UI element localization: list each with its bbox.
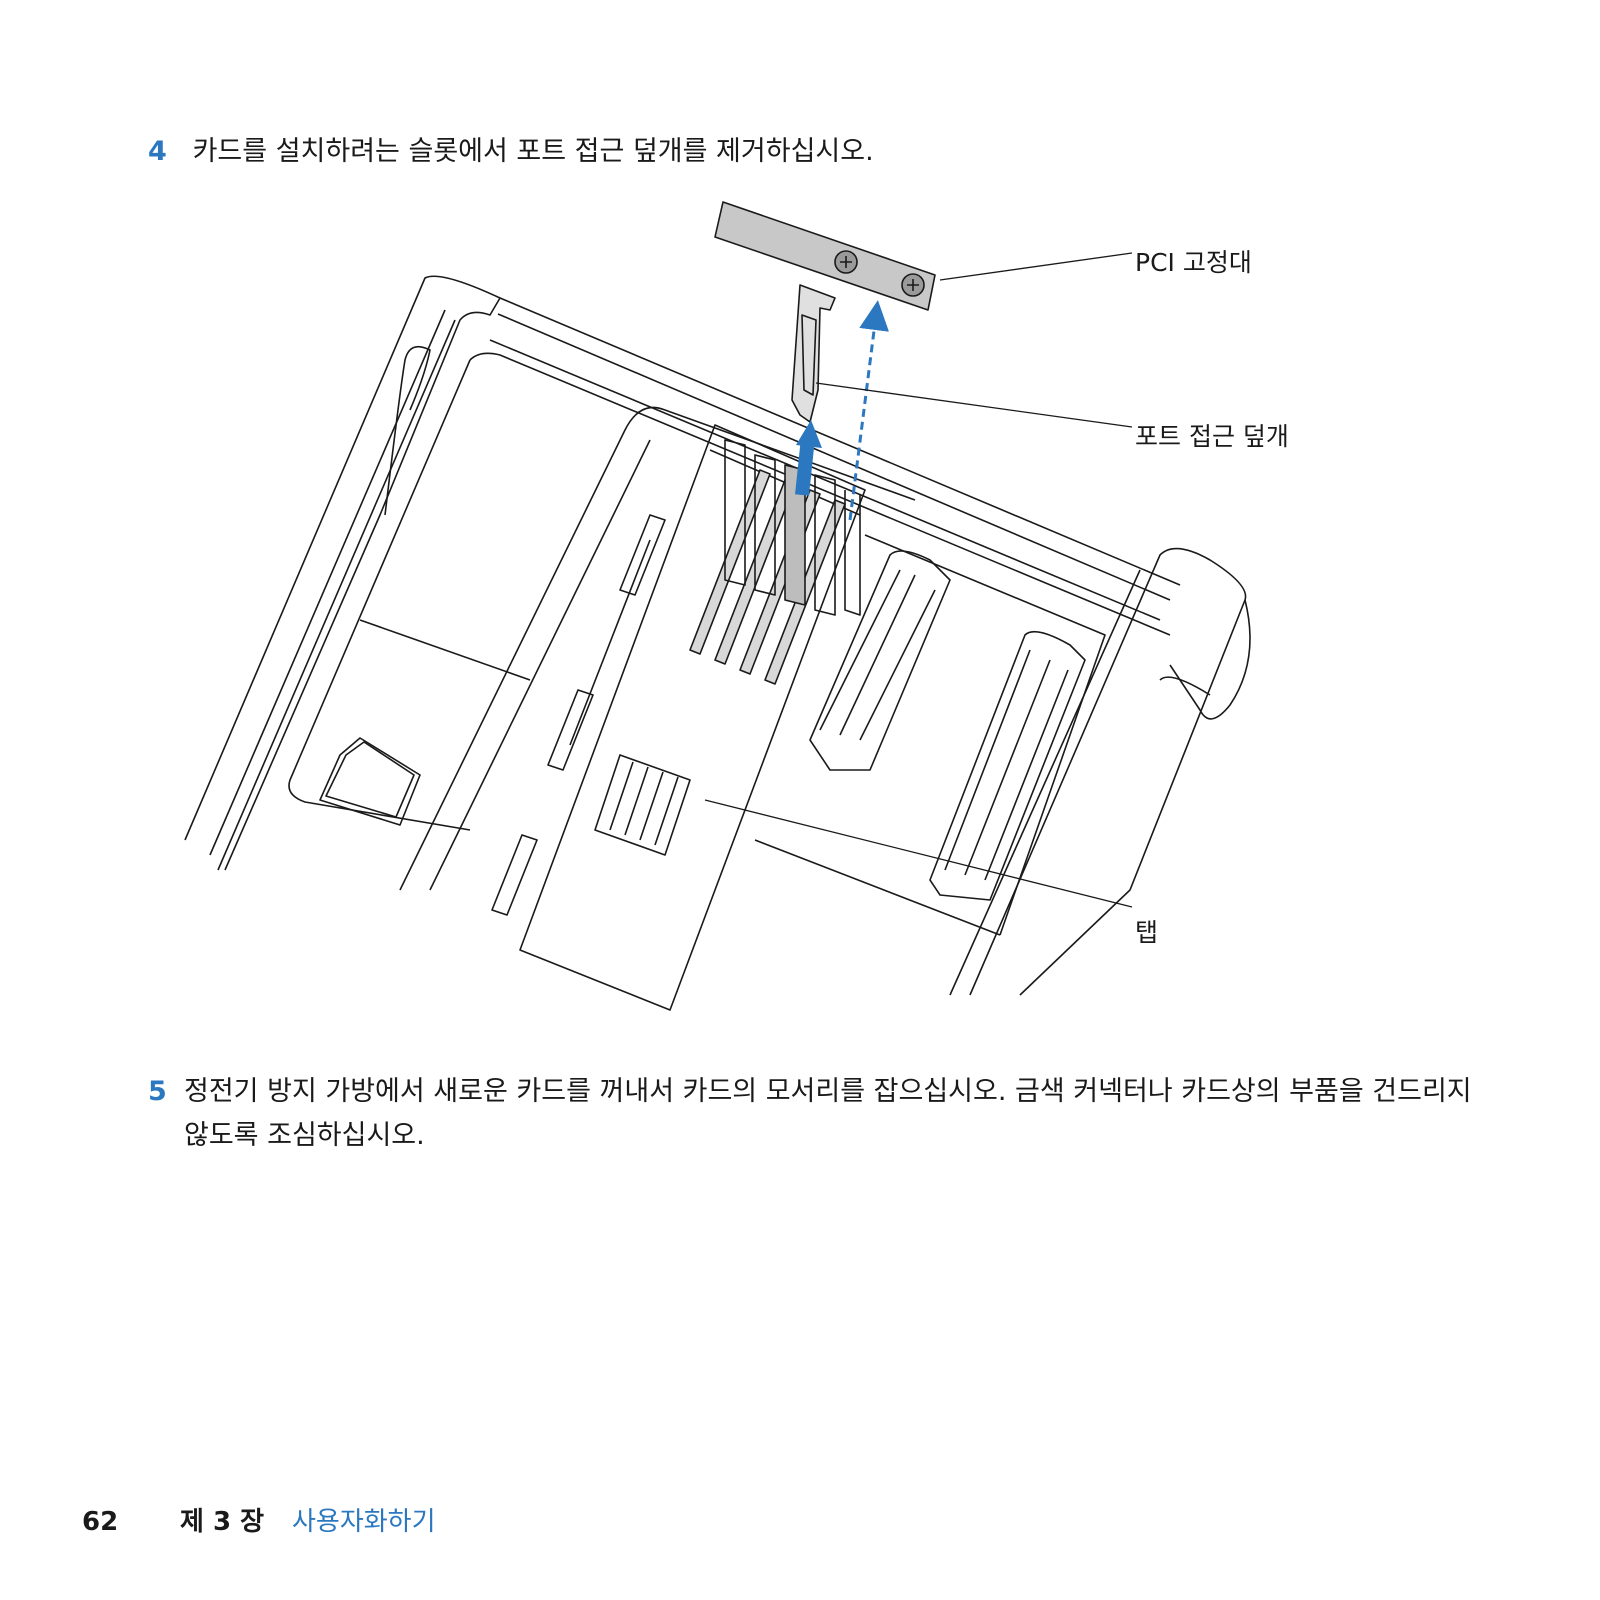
chapter-label: 제 3 장 bbox=[180, 1507, 265, 1537]
lift-arrow-solid bbox=[795, 437, 815, 496]
leader-port-cover bbox=[815, 382, 1133, 428]
lift-arrow-dashed bbox=[848, 300, 889, 521]
section-title: 사용자화하기 bbox=[292, 1507, 436, 1537]
callout-tab: 탭 bbox=[1135, 918, 1159, 947]
step-5: 5 정전기 방지 가방에서 새로운 카드를 꺼내서 카드의 모서리를 잡으십시오.… bbox=[148, 1070, 1478, 1158]
step-number: 5 bbox=[148, 1076, 167, 1107]
mac-pro-pci-illustration bbox=[184, 201, 1251, 1011]
step-text: 정전기 방지 가방에서 새로운 카드를 꺼내서 카드의 모서리를 잡으십시오. … bbox=[184, 1076, 1472, 1151]
leader-pci-bracket bbox=[939, 252, 1133, 281]
step-number: 4 bbox=[148, 136, 167, 167]
port-access-cover bbox=[791, 284, 836, 423]
logic-board bbox=[519, 424, 866, 1011]
step-4: 4 카드를 설치하려는 슬롯에서 포트 접근 덮개를 제거하십시오. bbox=[148, 130, 874, 174]
callout-port-access-cover: 포트 접근 덮개 bbox=[1135, 422, 1289, 451]
step-text: 카드를 설치하려는 슬롯에서 포트 접근 덮개를 제거하십시오. bbox=[192, 136, 874, 167]
case-right-handle bbox=[969, 547, 1247, 996]
pci-slot-1 bbox=[689, 469, 771, 655]
callout-pci-bracket: PCI 고정대 bbox=[1135, 248, 1252, 277]
case-plate bbox=[319, 737, 421, 826]
memory-riser-right bbox=[929, 630, 1086, 901]
pci-bracket bbox=[714, 201, 936, 311]
heatsink bbox=[594, 754, 691, 856]
memory-riser-left bbox=[809, 550, 951, 771]
page-number: 62 bbox=[82, 1507, 119, 1537]
leader-tab bbox=[704, 799, 1133, 908]
